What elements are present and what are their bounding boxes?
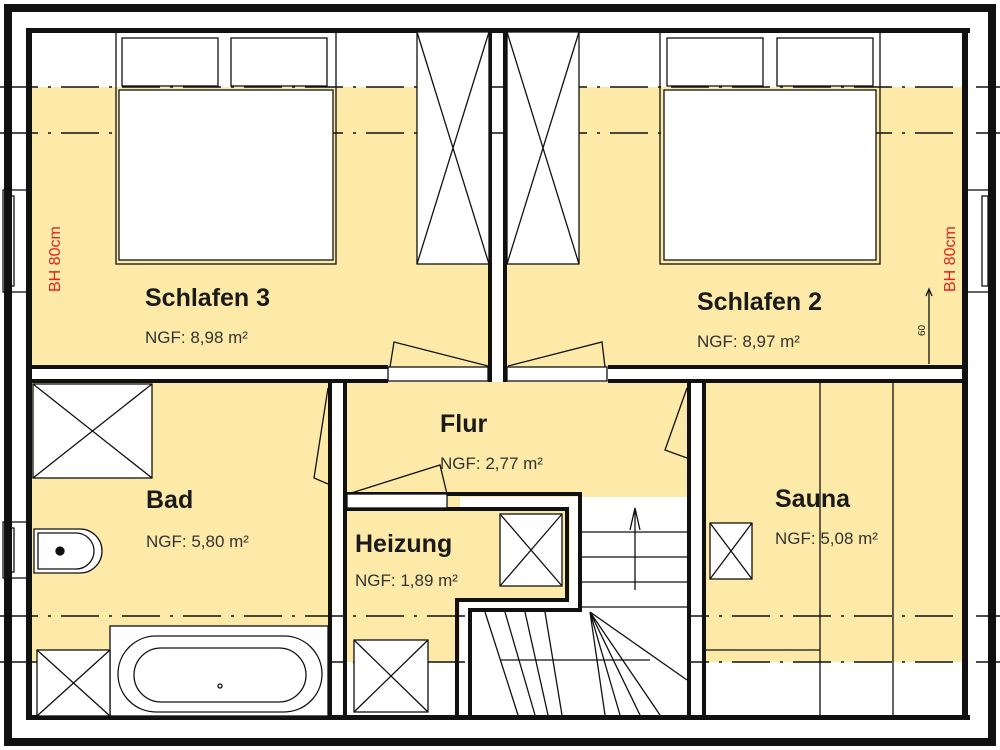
room-name: Schlafen 2 — [697, 288, 822, 316]
room-name: Heizung — [355, 530, 452, 558]
window-left-top — [2, 189, 30, 293]
room-name: Bad — [146, 486, 193, 514]
room-area: NGF: 8,97 m² — [697, 332, 800, 351]
sill-height-left: BH 80cm — [47, 226, 64, 292]
staircase — [472, 507, 688, 716]
doors — [313, 341, 688, 509]
room-area: NGF: 8,98 m² — [145, 328, 248, 347]
room-fill-flur — [345, 382, 688, 497]
room-fill-sauna — [705, 382, 963, 662]
interior-walls — [32, 30, 964, 718]
wardrobe-left — [416, 31, 490, 265]
dimension-60: 60 — [917, 287, 933, 364]
room-sauna: Sauna NGF: 5,08 m² — [775, 485, 878, 548]
bed-schlafen-2 — [659, 31, 881, 265]
sill-height-right: BH 80cm — [942, 226, 959, 292]
window-left-bad — [2, 521, 30, 579]
room-area: NGF: 1,89 m² — [355, 571, 458, 590]
outer-walls — [4, 4, 996, 746]
sauna-benches — [705, 383, 894, 715]
shaft-heizung-bottom — [353, 639, 429, 713]
room-name: Schlafen 3 — [145, 284, 270, 312]
room-schlafen-2: Schlafen 2 NGF: 8,97 m² — [697, 288, 822, 351]
shaft-bad — [36, 649, 111, 717]
bathtub — [109, 625, 329, 717]
room-area: NGF: 2,77 m² — [440, 454, 543, 473]
room-heizung: Heizung NGF: 1,89 m² — [355, 530, 458, 590]
room-name: Flur — [440, 410, 487, 438]
shaft-sauna — [709, 522, 753, 580]
toilet — [33, 528, 103, 574]
room-bad: Bad NGF: 5,80 m² — [146, 486, 249, 551]
room-schlafen-3: Schlafen 3 NGF: 8,98 m² — [145, 284, 270, 347]
dimension-label: 60 — [917, 324, 928, 336]
room-area: NGF: 5,80 m² — [146, 532, 249, 551]
room-fill-heizung — [345, 497, 460, 662]
room-name: Sauna — [775, 485, 851, 513]
shower — [32, 383, 153, 479]
window-right-top — [966, 189, 994, 293]
room-area: NGF: 5,08 m² — [775, 529, 878, 548]
bed-schlafen-3 — [115, 31, 337, 265]
wardrobe-right — [506, 31, 580, 265]
shaft-heizung-top — [499, 513, 563, 587]
room-flur: Flur NGF: 2,77 m² — [440, 410, 543, 473]
